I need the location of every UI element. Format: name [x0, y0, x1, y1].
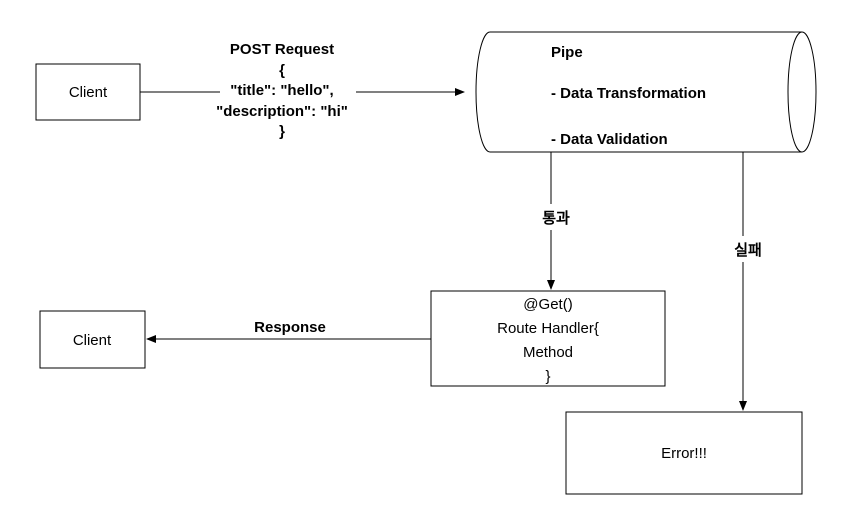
- client-bottom-label: Client: [73, 332, 112, 349]
- pipe-cylinder-rim: [787, 31, 803, 153]
- route-handler-node: @Get() Route Handler{ Method }: [430, 290, 666, 387]
- route-handler-decorator: @Get(): [523, 296, 572, 313]
- error-node: Error!!!: [565, 411, 803, 495]
- route-handler-method: Method: [523, 344, 573, 361]
- pass-arrow: 통과: [542, 152, 570, 290]
- pipe-item-transformation: - Data Transformation: [551, 85, 706, 102]
- client-top-node: Client: [35, 63, 141, 121]
- client-top-label: Client: [69, 84, 108, 101]
- request-label: POST Request { "title": "hello", "descri…: [216, 41, 348, 140]
- response-arrow: Response: [146, 319, 431, 343]
- request-body-close: }: [279, 123, 285, 140]
- response-label: Response: [254, 319, 326, 336]
- route-handler-title: Route Handler{: [497, 320, 599, 337]
- request-body-title: "title": "hello",: [230, 82, 333, 99]
- request-body-open: {: [279, 62, 285, 79]
- fail-arrow: 실패: [734, 152, 762, 411]
- fail-label: 실패: [734, 242, 762, 259]
- pass-label: 통과: [542, 210, 570, 227]
- error-label: Error!!!: [661, 445, 707, 462]
- request-title: POST Request: [230, 41, 334, 58]
- pipe-node: Pipe - Data Transformation - Data Valida…: [475, 31, 817, 153]
- client-bottom-node: Client: [39, 310, 146, 369]
- pipe-item-validation: - Data Validation: [551, 131, 668, 148]
- route-handler-close: }: [545, 368, 550, 385]
- request-body-description: "description": "hi": [216, 103, 348, 120]
- pipe-title: Pipe: [551, 44, 583, 61]
